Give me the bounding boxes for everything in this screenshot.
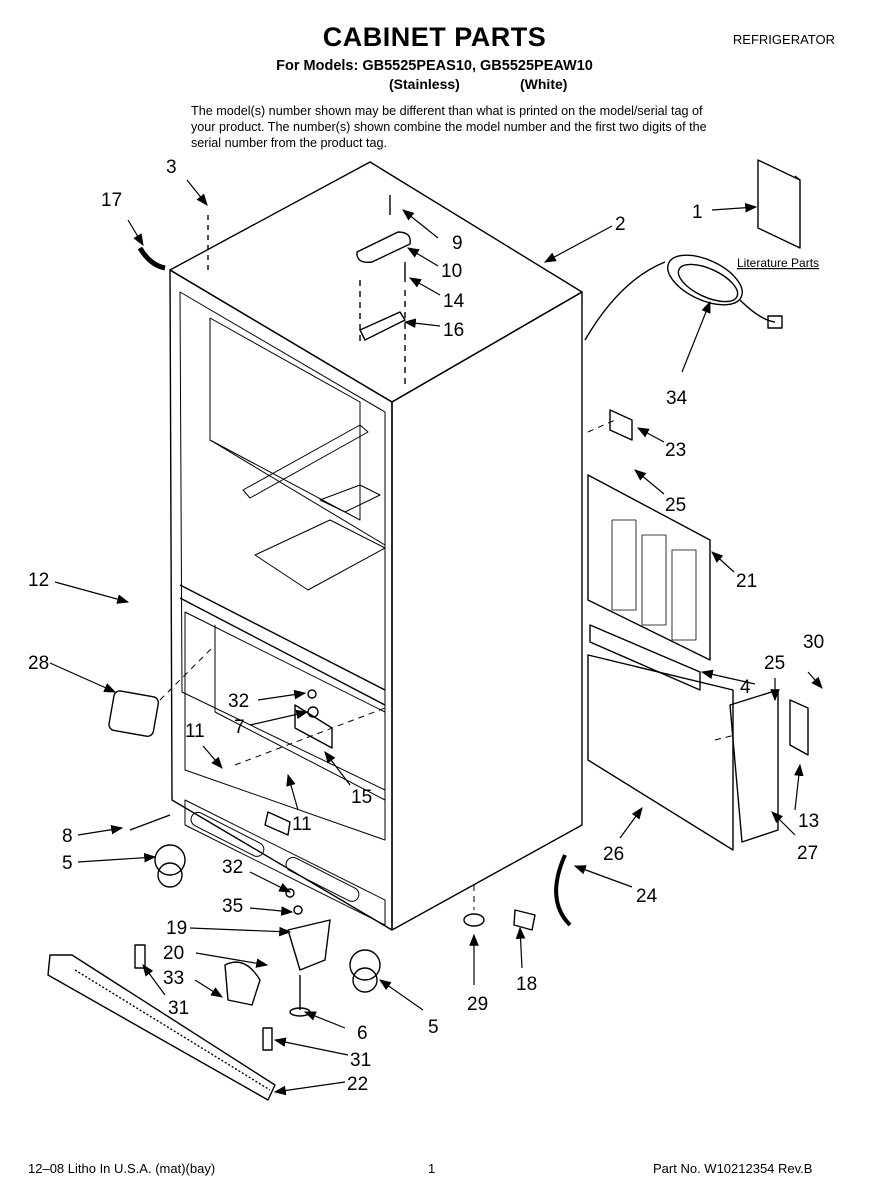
callout-5: 5	[62, 853, 73, 874]
model-number-note: The model(s) number shown may be differe…	[191, 104, 707, 150]
callout-5-b: 5	[428, 1017, 439, 1038]
footer-litho: 12–08 Litho In U.S.A. (mat)(bay)	[28, 1161, 216, 1176]
cabinet-body	[169, 161, 583, 931]
callout-33: 33	[163, 968, 184, 989]
callout-10: 10	[441, 261, 462, 282]
callout-28: 28	[28, 653, 49, 674]
callout-14: 14	[443, 291, 465, 312]
callout-3: 3	[166, 157, 177, 178]
callout-19: 19	[166, 918, 187, 939]
hinge-assembly	[207, 195, 411, 385]
access-panels	[587, 409, 809, 851]
callout-11-b: 11	[292, 814, 312, 835]
callout-32: 32	[228, 691, 249, 712]
callout-29: 29	[467, 994, 488, 1015]
callout-13: 13	[798, 811, 819, 832]
callout-9: 9	[452, 233, 463, 254]
page-number: 1	[428, 1161, 436, 1176]
callout-23: 23	[665, 440, 686, 461]
callout-21: 21	[736, 571, 757, 592]
callout-34: 34	[666, 388, 688, 409]
callout-22: 22	[347, 1074, 368, 1095]
callout-25-b: 25	[764, 653, 785, 674]
lower-parts	[47, 689, 572, 1101]
callout-11: 11	[185, 721, 205, 742]
callout-26: 26	[603, 844, 624, 865]
part-number: Part No. W10212354 Rev.B	[653, 1161, 813, 1176]
callout-35: 35	[222, 896, 243, 917]
callout-4: 4	[740, 677, 751, 698]
callout-18: 18	[516, 974, 537, 995]
callout-31: 31	[168, 998, 189, 1019]
callout-6: 6	[357, 1023, 368, 1044]
callout-12: 12	[28, 570, 49, 591]
power-cord	[584, 254, 783, 341]
callout-32-b: 32	[222, 857, 243, 878]
callout-7: 7	[234, 717, 245, 738]
callout-31-b: 31	[350, 1050, 371, 1071]
page-title: CABINET PARTS	[322, 22, 547, 52]
tube	[137, 246, 166, 271]
callout-labels: 3 17 2 1 9 10 14 16 34 23 25 21 12 30 25…	[28, 157, 824, 1095]
callout-17: 17	[101, 190, 122, 211]
callout-30: 30	[803, 632, 824, 653]
literature-parts-label: Literature Parts	[737, 256, 819, 270]
leader-lines	[49, 179, 823, 1096]
finish-stainless: (Stainless)	[389, 76, 460, 92]
callout-15: 15	[351, 787, 372, 808]
callout-27: 27	[797, 843, 818, 864]
callout-24: 24	[636, 886, 658, 907]
model-numbers: For Models: GB5525PEAS10, GB5525PEAW10	[276, 58, 593, 74]
callout-8: 8	[62, 826, 73, 847]
literature-book	[757, 159, 801, 249]
callout-20: 20	[163, 943, 184, 964]
alignment-lines	[159, 419, 736, 910]
callout-2: 2	[615, 214, 626, 235]
callout-1: 1	[692, 202, 703, 223]
appliance-type: REFRIGERATOR	[732, 32, 835, 47]
finish-white: (White)	[520, 76, 568, 92]
callout-25: 25	[665, 495, 686, 516]
callout-16: 16	[443, 320, 464, 341]
